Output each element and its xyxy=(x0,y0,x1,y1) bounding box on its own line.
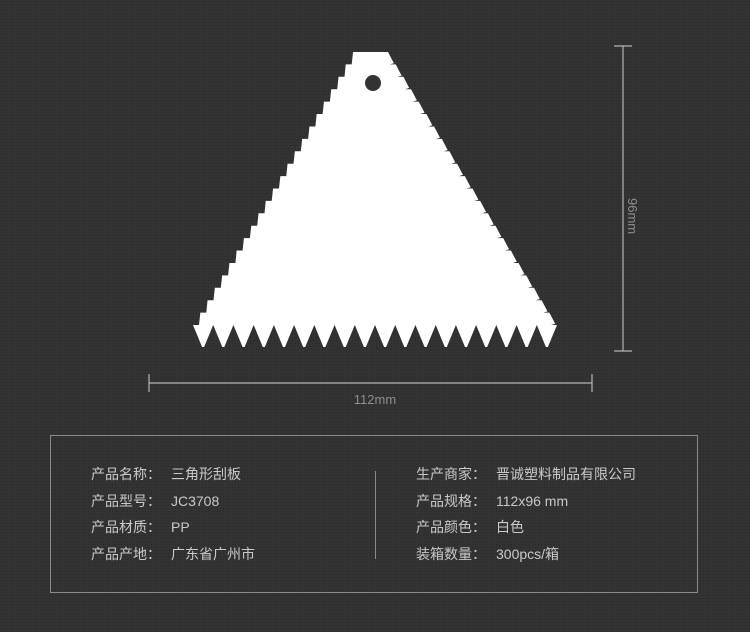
spec-value: 三角形刮板 xyxy=(171,466,241,482)
height-label: 96mm xyxy=(625,198,640,235)
spec-row-color: 产品颜色： 白色 xyxy=(416,514,636,541)
spec-row-model: 产品型号： JC3708 xyxy=(91,488,255,515)
spec-row-origin: 产品产地： 广东省广州市 xyxy=(91,541,255,568)
spec-value: 广东省广州市 xyxy=(171,545,255,562)
column-divider xyxy=(375,471,376,559)
spec-value: PP xyxy=(171,519,190,535)
spec-value: 晋诚塑料制品有限公司 xyxy=(496,466,636,482)
spec-row-packing: 装箱数量： 300pcs/箱 xyxy=(416,541,636,568)
triangle-scraper-image xyxy=(193,52,557,347)
spec-info-box: 产品名称： 三角形刮板 产品型号： JC3708 产品材质： PP 产品产地： 广东省广… xyxy=(50,435,698,593)
spec-key: 产品材质： xyxy=(91,519,161,535)
spec-key: 产品型号： xyxy=(91,492,161,509)
spec-value: 112x96 mm xyxy=(496,492,569,509)
spec-row-material: 产品材质： PP xyxy=(91,514,255,541)
spec-row-manufacturer: 生产商家： 晋诚塑料制品有限公司 xyxy=(416,461,636,488)
spec-value: 白色 xyxy=(496,519,524,535)
spec-row-size: 产品规格： 112x96 mm xyxy=(416,488,636,515)
spec-column-right: 生产商家： 晋诚塑料制品有限公司 产品规格： 112x96 mm 产品颜色： 白色 装… xyxy=(416,461,636,567)
spec-key: 产品名称： xyxy=(91,466,161,482)
spec-value: JC3708 xyxy=(171,492,220,509)
spec-key: 装箱数量： xyxy=(416,545,486,562)
height-dimension-line xyxy=(614,45,632,352)
spec-key: 产品规格： xyxy=(416,492,486,509)
spec-key: 产品颜色： xyxy=(416,519,486,535)
hanging-hole xyxy=(365,75,381,91)
width-dimension-line xyxy=(148,374,593,392)
spec-column-left: 产品名称： 三角形刮板 产品型号： JC3708 产品材质： PP 产品产地： 广东省广… xyxy=(91,461,255,567)
spec-key: 产品产地： xyxy=(91,545,161,562)
spec-key: 生产商家： xyxy=(416,466,486,482)
spec-value: 300pcs/箱 xyxy=(496,545,560,562)
spec-row-name: 产品名称： 三角形刮板 xyxy=(91,461,255,488)
width-label: 112mm xyxy=(353,392,397,407)
